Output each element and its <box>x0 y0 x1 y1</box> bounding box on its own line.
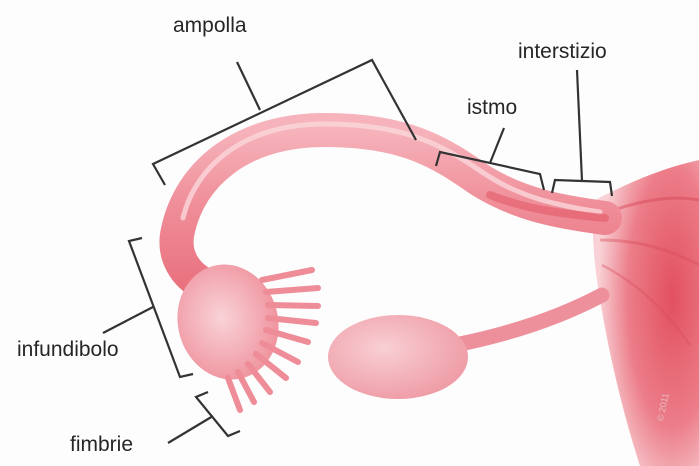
label-fimbrie: fimbrie <box>70 434 133 455</box>
leader-fimbrie <box>168 416 213 443</box>
label-istmo: istmo <box>467 97 517 118</box>
ovarian-ligament <box>455 295 602 345</box>
label-ampolla: ampolla <box>173 15 247 36</box>
label-interstizio: interstizio <box>518 41 607 62</box>
leader-infundibolo <box>103 307 153 333</box>
label-infundibolo: infundibolo <box>17 339 119 360</box>
ovary <box>328 315 468 399</box>
leader-interstizio <box>577 70 582 181</box>
leader-istmo <box>490 128 504 163</box>
leader-ampolla <box>237 62 260 110</box>
